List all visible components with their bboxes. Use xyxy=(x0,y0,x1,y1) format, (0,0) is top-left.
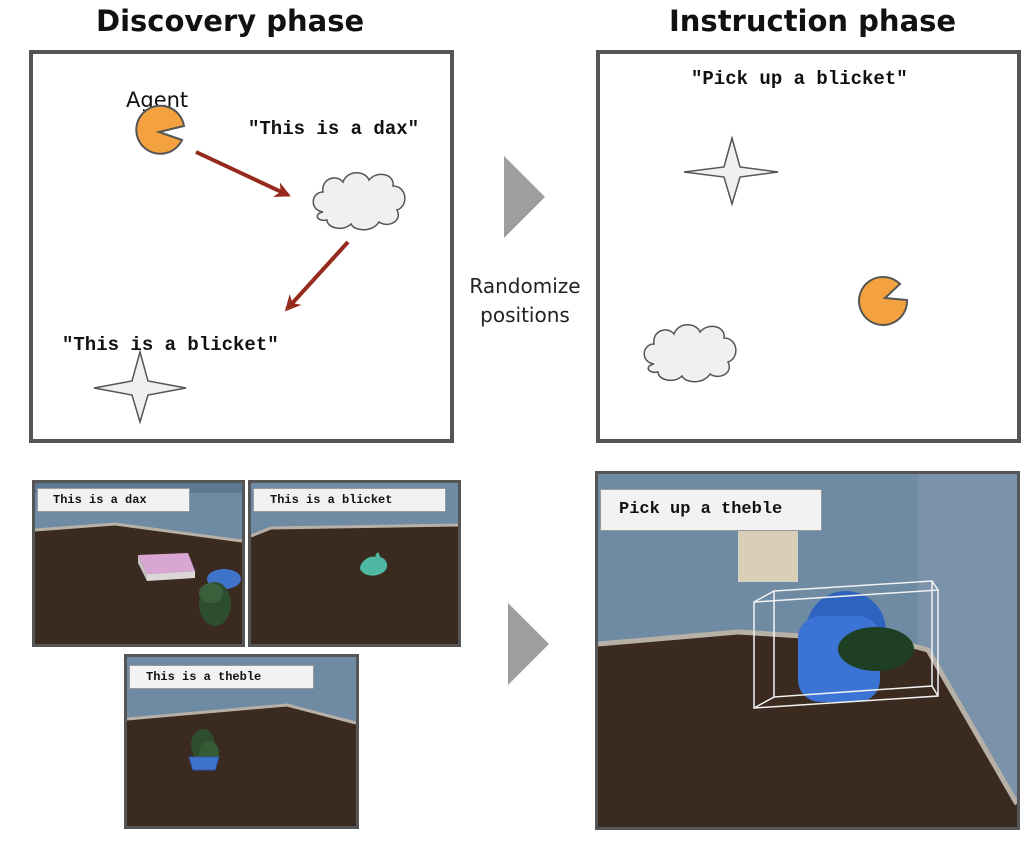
instruction-schematic-panel: "Pick up a blicket" xyxy=(596,50,1021,443)
path-arrow-to-blicket xyxy=(284,240,350,312)
dax-label: "This is a dax" xyxy=(248,118,420,140)
discovery-schematic-panel: Agent "This is a dax" "This is a blicket… xyxy=(29,50,454,443)
blue-pot-object xyxy=(798,591,914,702)
positions-line: positions xyxy=(480,303,570,327)
discovery-phase-heading: Discovery phase xyxy=(96,4,365,38)
four-point-star-icon xyxy=(683,135,779,207)
transition-arrow-icon xyxy=(508,603,549,685)
scene-instruction xyxy=(598,474,1017,827)
screenshot-blicket: This is a blicket xyxy=(248,480,461,647)
bounding-box-overlay xyxy=(753,580,939,709)
dax-caption: This is a dax xyxy=(37,488,190,512)
teal-blob-object xyxy=(360,552,388,576)
agent-pacman-icon xyxy=(135,104,186,155)
theble-caption: This is a theble xyxy=(129,665,314,689)
screenshot-instruction: Pick up a theble xyxy=(595,471,1020,830)
blicket-label: "This is a blicket" xyxy=(62,334,279,356)
instruction-text: "Pick up a blicket" xyxy=(691,68,908,90)
cactus-pot-object xyxy=(188,729,220,771)
transition-arrow-icon xyxy=(504,156,545,238)
randomize-positions-label: Randomize positions xyxy=(455,272,595,330)
screenshot-dax: This is a dax xyxy=(32,480,245,647)
instruction-schematic-drawing xyxy=(643,135,909,383)
agent-pacman-icon xyxy=(858,275,909,326)
instruction-caption: Pick up a theble xyxy=(600,489,822,531)
blue-pot-object xyxy=(199,569,241,626)
four-point-star-icon xyxy=(93,349,187,425)
cloud-icon xyxy=(312,172,406,231)
pink-box-object xyxy=(138,553,195,581)
randomize-line: Randomize xyxy=(469,274,581,298)
instruction-phase-heading: Instruction phase xyxy=(669,4,957,38)
path-arrow-to-dax xyxy=(195,150,291,197)
screenshot-theble: This is a theble xyxy=(124,654,359,829)
blicket-caption: This is a blicket xyxy=(253,488,446,512)
discovery-schematic-drawing xyxy=(93,104,406,425)
cloud-icon xyxy=(643,324,737,383)
